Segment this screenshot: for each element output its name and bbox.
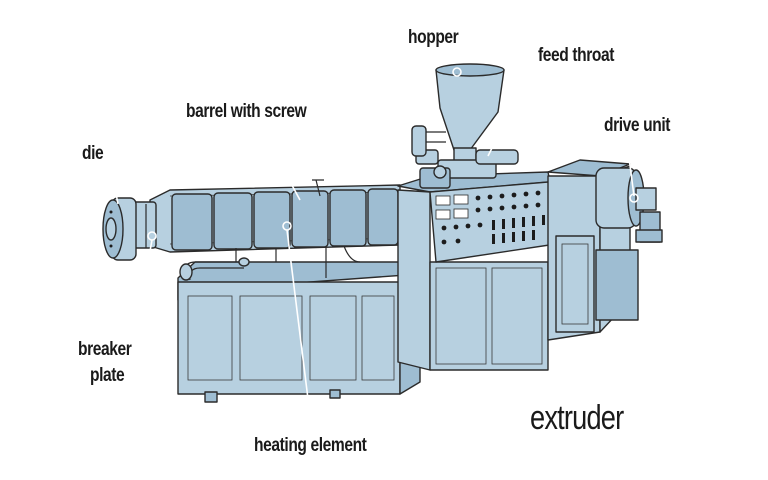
- label-heating-element: heating element: [254, 435, 367, 456]
- label-breaker-plate-line2: plate: [90, 365, 125, 386]
- leader-lines: [111, 67, 639, 416]
- label-barrel-with-screw: barrel with screw: [186, 101, 307, 122]
- label-die: die: [82, 143, 104, 164]
- barrel: [149, 179, 401, 278]
- drive-unit: [547, 159, 663, 341]
- control-cabinet: [397, 171, 557, 371]
- label-feed-throat: feed throat: [538, 45, 615, 66]
- feed-throat: [411, 125, 519, 189]
- base-stand: [177, 257, 421, 403]
- control-panel-knobs: [435, 190, 545, 245]
- diagram-title: extruder: [530, 399, 624, 437]
- die: [102, 197, 157, 261]
- label-hopper: hopper: [408, 27, 459, 48]
- label-drive-unit: drive unit: [604, 115, 671, 136]
- label-breaker-plate-line1: breaker: [78, 339, 132, 360]
